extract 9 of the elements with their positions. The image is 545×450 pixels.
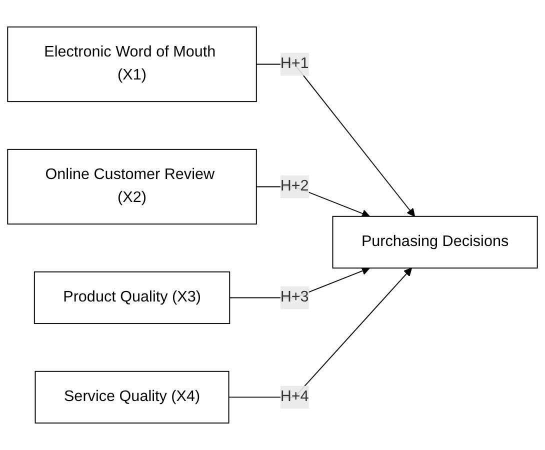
node-box: Product Quality (X3): [34, 271, 230, 324]
node-box: Service Quality (X4): [34, 370, 230, 424]
edge-label: H+3: [280, 289, 309, 306]
node-box: Electronic Word of Mouth (X1): [7, 26, 257, 102]
edge-label: H+1: [280, 56, 309, 72]
edge-label: H+2: [280, 178, 309, 194]
node-box: Purchasing Decisions: [332, 216, 538, 269]
edge-label: H+4: [280, 388, 309, 405]
node-box: Online Customer Review (X2): [7, 148, 257, 225]
